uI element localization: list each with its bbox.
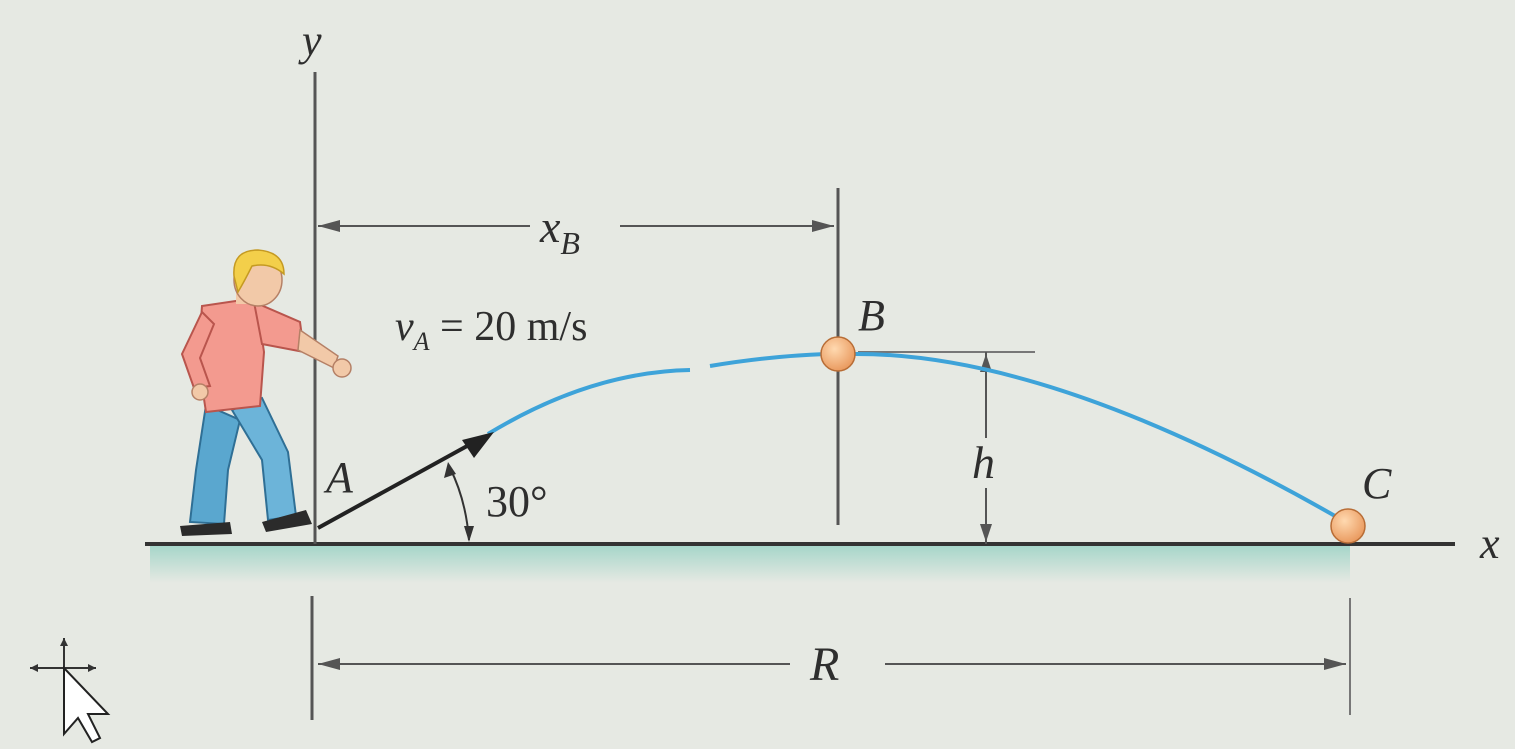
xb-dimension: xB <box>318 201 834 261</box>
ground-shadow <box>150 545 1350 583</box>
trajectory-curve-mid <box>709 352 827 368</box>
h-label: h <box>972 437 995 488</box>
y-axis-label: y <box>298 16 322 65</box>
ball-at-b <box>820 336 856 372</box>
angle-marker: 30° <box>444 462 548 542</box>
move-cursor-icon <box>30 638 111 744</box>
r-label: R <box>809 638 839 691</box>
trajectory-curve <box>486 368 691 436</box>
point-b-label: B <box>858 291 885 340</box>
point-c-label: C <box>1362 459 1392 508</box>
r-dimension: R <box>310 596 1351 720</box>
point-a-label: A <box>323 453 354 502</box>
angle-label: 30° <box>486 477 548 526</box>
velocity-label: vA = 20 m/s <box>395 304 587 356</box>
xb-label: xB <box>539 201 580 261</box>
x-axis-label: x <box>1479 519 1500 568</box>
trajectory-curve-descent <box>851 351 1343 522</box>
ball-at-c <box>1330 508 1366 544</box>
thrower-figure <box>180 249 352 536</box>
h-dimension: h <box>858 351 1035 544</box>
velocity-arrow <box>317 432 494 530</box>
